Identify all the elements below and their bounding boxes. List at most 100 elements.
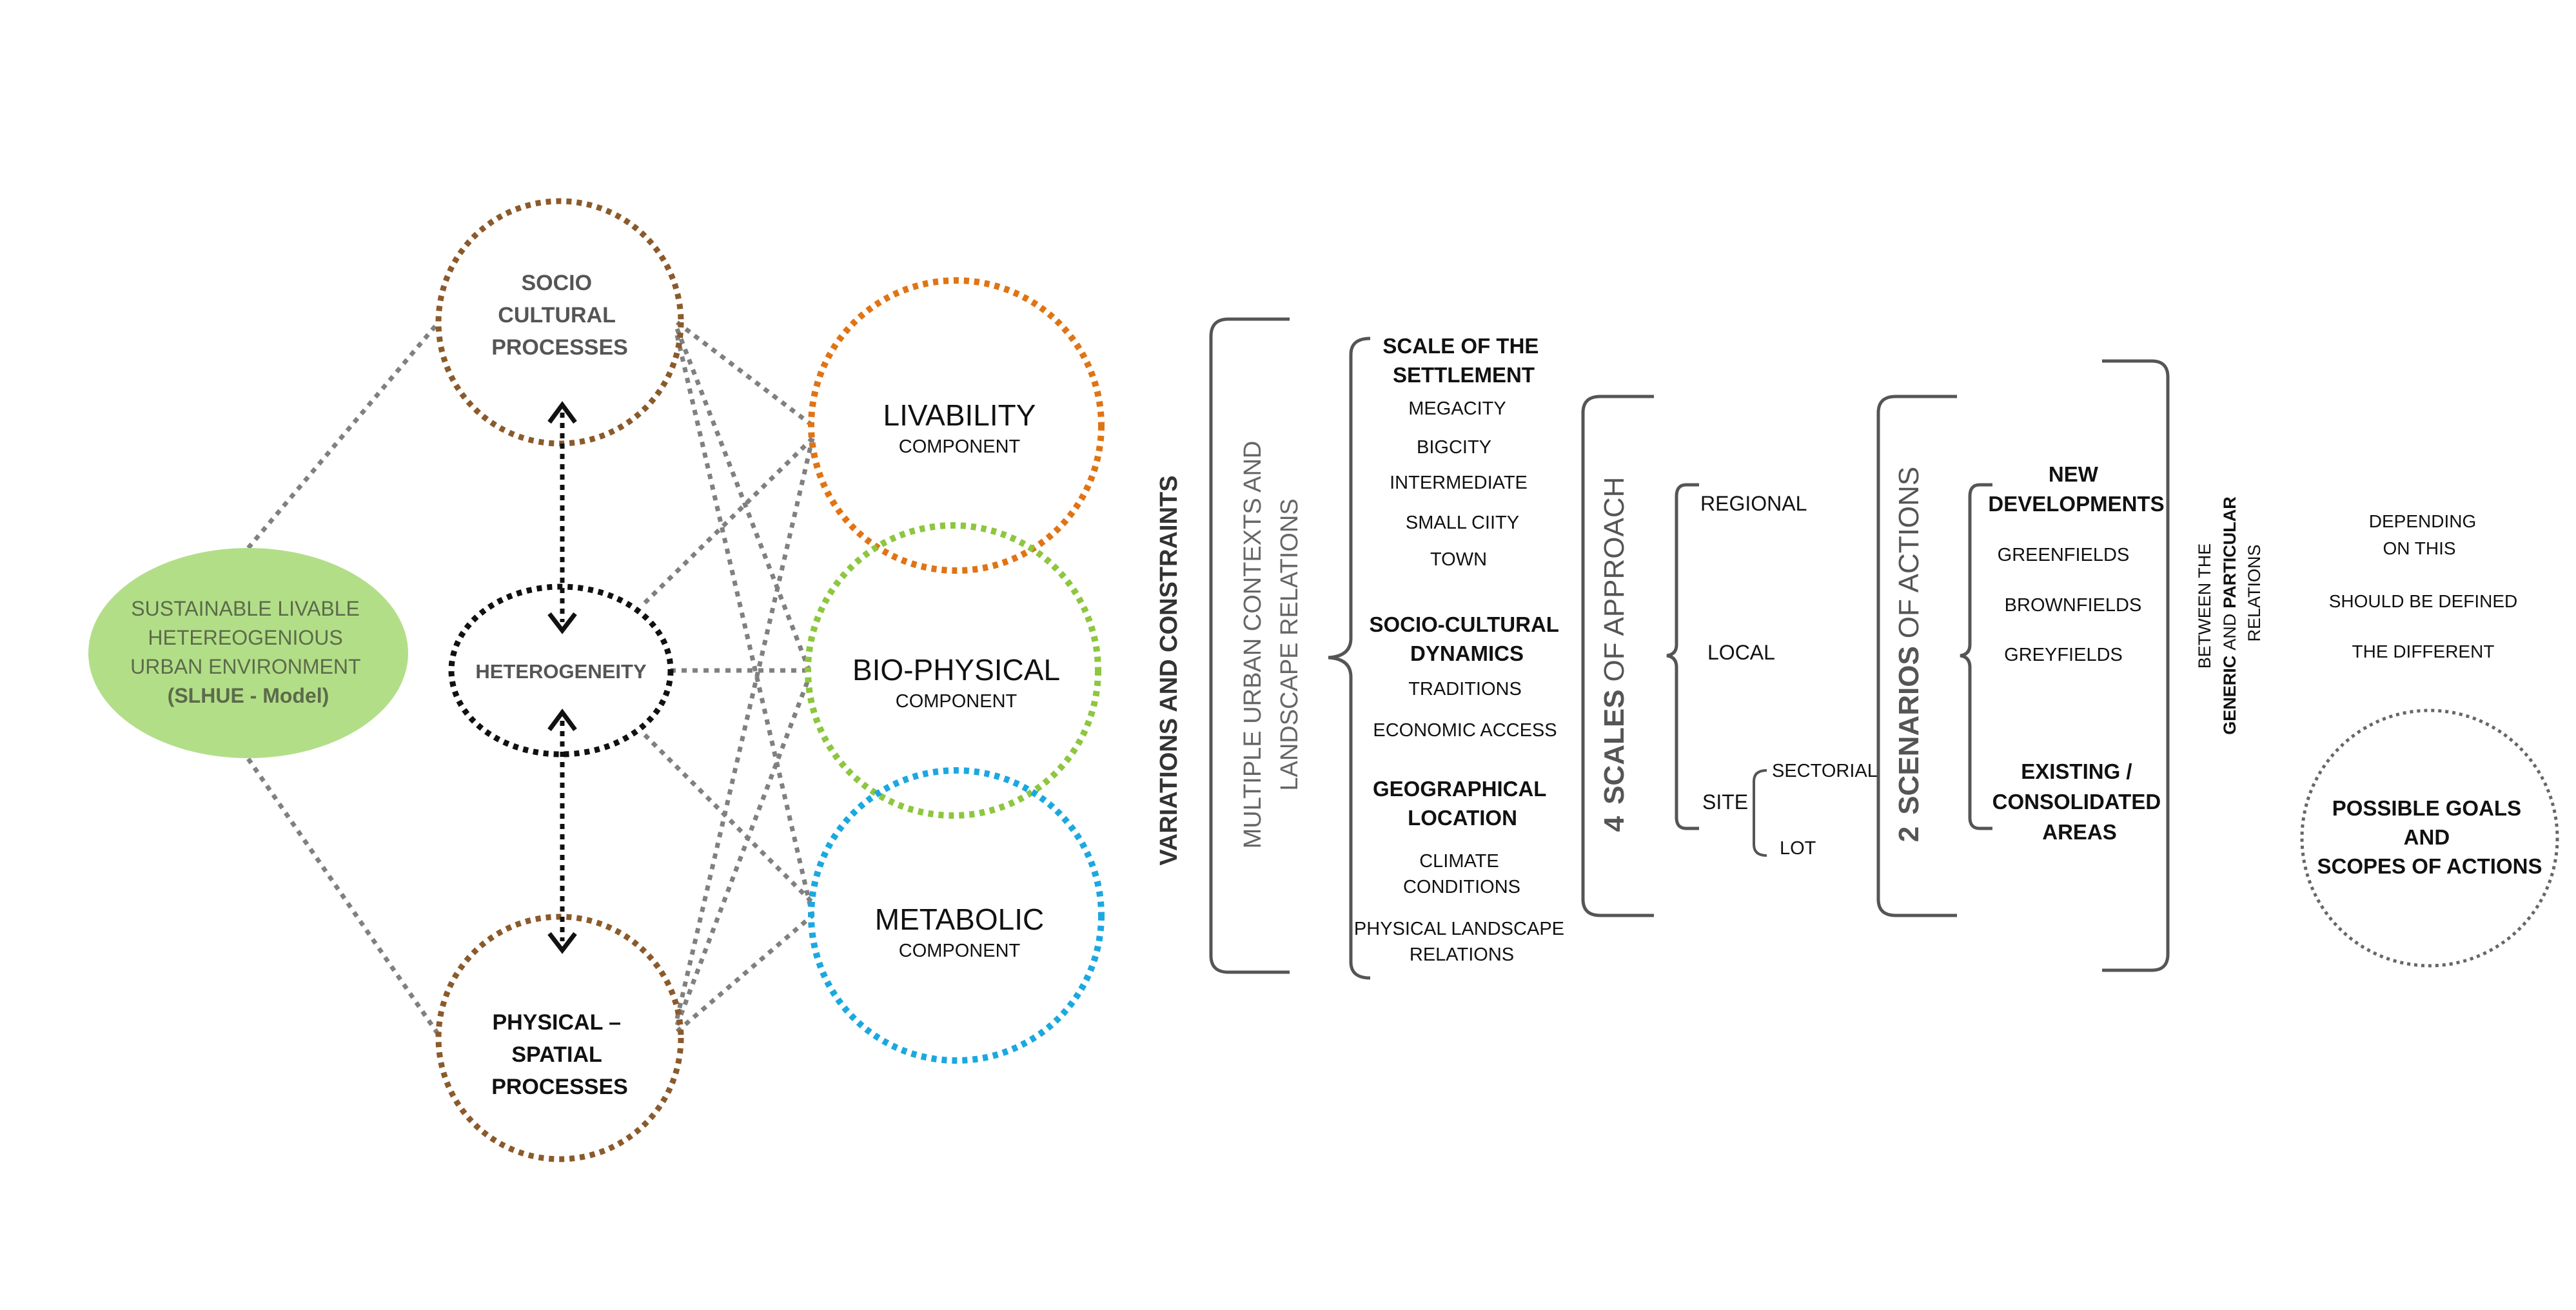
connector-socio-metabolic: [674, 335, 815, 916]
livability-circle: [808, 277, 1105, 574]
physical-spatial-text: PHYSICAL – SPATIAL PROCESSES: [491, 1010, 628, 1099]
geo-climate: CLIMATE CONDITIONS: [1403, 851, 1520, 897]
settlement-item: INTERMEDIATE: [1390, 473, 1528, 493]
connector-physical-biophysical: [674, 676, 812, 1026]
scales-rest: OF APPROACH: [1598, 477, 1630, 682]
geo-physical: PHYSICAL LANDSCAPE RELATIONS: [1354, 919, 1569, 965]
socio-dynamics-item: ECONOMIC ACCESS: [1373, 720, 1557, 741]
physical-line-3: PROCESSES: [491, 1075, 628, 1099]
geo-climate-1: CLIMATE: [1419, 851, 1499, 872]
scenario-item: GREENFIELDS: [1998, 545, 2130, 565]
between-and: AND: [2220, 614, 2239, 650]
variations-label: VARIATIONS AND CONSTRAINTS: [1155, 475, 1183, 865]
scenario-item: BROWNFIELDS: [2005, 595, 2142, 616]
scenarios-bracket: [1876, 395, 1957, 917]
scale-local: LOCAL: [1707, 641, 1775, 664]
between-line-2: GENERIC AND PARTICULAR: [2220, 496, 2239, 735]
socio-dynamics-title-2: DYNAMICS: [1410, 641, 1524, 665]
arrowhead-down-top: [547, 612, 577, 634]
existing-3: AREAS: [2042, 820, 2117, 844]
settlement-item: BIGCITY: [1417, 437, 1491, 458]
scale-site: SITE: [1702, 790, 1748, 814]
socio-line-2: CULTURAL: [498, 303, 615, 328]
possible-goals-circle: [2300, 709, 2559, 968]
multiple-contexts-line-1: MULTIPLE URBAN CONTEXTS AND: [1239, 441, 1266, 849]
slhue-model-ellipse: [88, 548, 408, 758]
depending-line-4: THE DIFFERENT: [2352, 641, 2495, 661]
scenario-items: GREENFIELDS BROWNFIELDS GREYFIELDS: [1998, 545, 2142, 665]
physical-line-1: PHYSICAL –: [492, 1010, 621, 1035]
livability-title: LIVABILITY: [883, 398, 1036, 432]
settlement-title-2: SETTLEMENT: [1393, 363, 1535, 387]
scenarios-number: 2: [1893, 826, 1925, 842]
model-line-3: URBAN ENVIRONMENT: [130, 655, 360, 678]
possible-goals-text: POSSIBLE GOALS AND SCOPES OF ACTIONS: [2317, 796, 2542, 878]
socio-dynamics-items: TRADITIONS ECONOMIC ACCESS: [1373, 679, 1557, 741]
physical-line-2: SPATIAL: [511, 1042, 602, 1067]
closing-bracket: [2102, 359, 2170, 972]
depending-text: DEPENDING ON THIS SHOULD BE DEFINED THE …: [2329, 511, 2518, 661]
metabolic-sub: COMPONENT: [899, 941, 1021, 961]
settlement-item: TOWN: [1430, 549, 1487, 570]
model-line-1: SUSTAINABLE LIVABLE: [131, 597, 360, 620]
connector-lines: [246, 320, 815, 1036]
scenarios-brace: [1960, 483, 1992, 830]
socio-cultural-text: SOCIO CULTURAL PROCESSES: [491, 271, 628, 360]
multiple-contexts-line-2: LANDSCAPE RELATIONS: [1276, 498, 1303, 790]
goals-line-2: AND: [2404, 825, 2450, 849]
socio-dynamics-title: SOCIO-CULTURAL DYNAMICS: [1369, 612, 1564, 665]
settlement-title-1: SCALE OF THE: [1382, 334, 1539, 358]
between-line-1: BETWEEN THE: [2195, 543, 2214, 669]
existing-1: EXISTING /: [2021, 759, 2132, 783]
scale-lot: LOT: [1780, 838, 1816, 859]
between-particular: PARTICULAR: [2220, 496, 2239, 608]
scenarios-bold: SCENARIOS: [1893, 646, 1925, 815]
arrowhead-down-bottom: [547, 932, 577, 954]
geo-climate-2: CONDITIONS: [1403, 877, 1520, 897]
scenarios-rest: OF ACTIONS: [1893, 467, 1925, 638]
geo-title-2: LOCATION: [1408, 806, 1517, 830]
connector-model-socio: [246, 320, 440, 550]
connector-model-physical: [246, 758, 440, 1036]
new-developments-title: NEW DEVELOPMENTS: [1988, 462, 2164, 516]
goals-line-1: POSSIBLE GOALS: [2332, 796, 2521, 820]
heterogeneity-label: HETEROGENEITY: [475, 660, 647, 683]
geo-title-1: GEOGRAPHICAL: [1373, 777, 1546, 801]
settlement-item: SMALL CIITY: [1406, 513, 1519, 533]
new-developments-2: DEVELOPMENTS: [1988, 492, 2164, 516]
goals-line-3: SCOPES OF ACTIONS: [2317, 854, 2542, 878]
socio-dynamics-title-1: SOCIO-CULTURAL: [1369, 612, 1558, 636]
connector-physical-livability: [674, 438, 815, 1019]
geo-title: GEOGRAPHICAL LOCATION: [1373, 777, 1552, 830]
physical-spatial-circle: [435, 914, 684, 1162]
between-line-3: RELATIONS: [2245, 544, 2264, 641]
factors-brace: [1328, 337, 1371, 980]
double-arrows: [547, 401, 577, 954]
arrowhead-up-bottom: [547, 709, 577, 732]
settlement-item: MEGACITY: [1408, 398, 1506, 419]
between-generic: GENERIC: [2220, 656, 2239, 735]
socio-line-3: PROCESSES: [491, 335, 628, 360]
biophysical-sub: COMPONENT: [896, 691, 1018, 712]
scale-sectorial: SECTORIAL: [1772, 761, 1878, 781]
scale-regional: REGIONAL: [1700, 492, 1807, 515]
socio-dynamics-item: TRADITIONS: [1408, 679, 1522, 699]
existing-title: EXISTING / CONSOLIDATED AREAS: [1992, 759, 2167, 844]
metabolic-circle: [808, 767, 1105, 1064]
scales-brace: [1666, 483, 1699, 830]
existing-2: CONSOLIDATED: [1992, 790, 2161, 814]
scales-bold: SCALES: [1598, 689, 1630, 804]
scales-label: 4 SCALES OF APPROACH: [1598, 477, 1630, 832]
connector-socio-livability: [675, 320, 814, 427]
biophysical-circle: [805, 522, 1101, 819]
socio-line-1: SOCIO: [521, 271, 592, 295]
settlement-items: MEGACITY BIGCITY INTERMEDIATE SMALL CIIT…: [1390, 398, 1528, 570]
model-text: SUSTAINABLE LIVABLE HETEREOGENIOUS URBAN…: [130, 597, 366, 707]
scales-number: 4: [1598, 816, 1630, 832]
biophysical-title: BIO-PHYSICAL: [852, 653, 1060, 687]
geo-physical-2: RELATIONS: [1410, 944, 1514, 965]
site-brace: [1753, 769, 1767, 857]
depending-line-3: SHOULD BE DEFINED: [2329, 591, 2518, 611]
metabolic-title: METABOLIC: [875, 903, 1044, 936]
